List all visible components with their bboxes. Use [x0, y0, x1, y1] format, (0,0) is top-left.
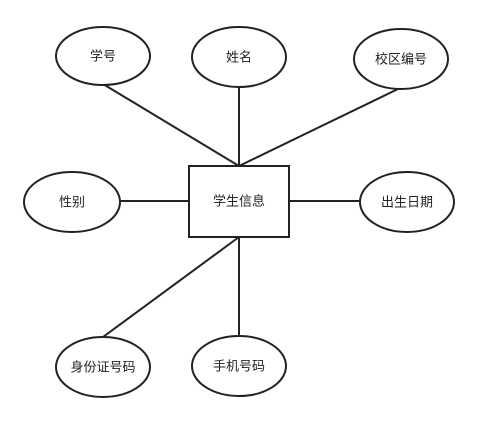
- attribute-phone-number: 手机号码: [191, 335, 287, 397]
- attribute-birth-date: 出生日期: [359, 171, 455, 233]
- entity-box: [188, 165, 290, 238]
- attribute-label: 身份证号码: [70, 360, 135, 376]
- attribute-ellipse: [191, 26, 287, 88]
- attribute-label: 校区编号: [375, 52, 427, 68]
- entity-student: 学生信息: [188, 165, 290, 238]
- attribute-gender: 性别: [23, 171, 121, 233]
- edge-student-id: [102, 83, 240, 167]
- attribute-ellipse: [353, 28, 449, 90]
- attribute-ellipse: [359, 171, 455, 233]
- edge-id-card-number: [102, 236, 240, 338]
- attribute-ellipse: [23, 171, 121, 233]
- attribute-label: 性别: [59, 196, 85, 211]
- attribute-label: 学号: [90, 49, 116, 65]
- attribute-label: 手机号码: [213, 360, 265, 375]
- entity-label: 学生信息: [213, 194, 265, 210]
- attribute-name: 姓名: [191, 26, 287, 88]
- edges: [102, 83, 401, 338]
- attribute-ellipse: [191, 335, 287, 397]
- attribute-ellipse: [55, 336, 151, 398]
- edge-campus-code: [238, 87, 401, 167]
- attribute-id-card-number: 身份证号码: [55, 336, 151, 398]
- attribute-ellipse: [55, 26, 151, 86]
- attribute-label: 姓名: [226, 50, 252, 66]
- attribute-campus-code: 校区编号: [353, 28, 449, 90]
- attribute-student-id: 学号: [55, 26, 151, 86]
- attribute-label: 出生日期: [381, 196, 433, 211]
